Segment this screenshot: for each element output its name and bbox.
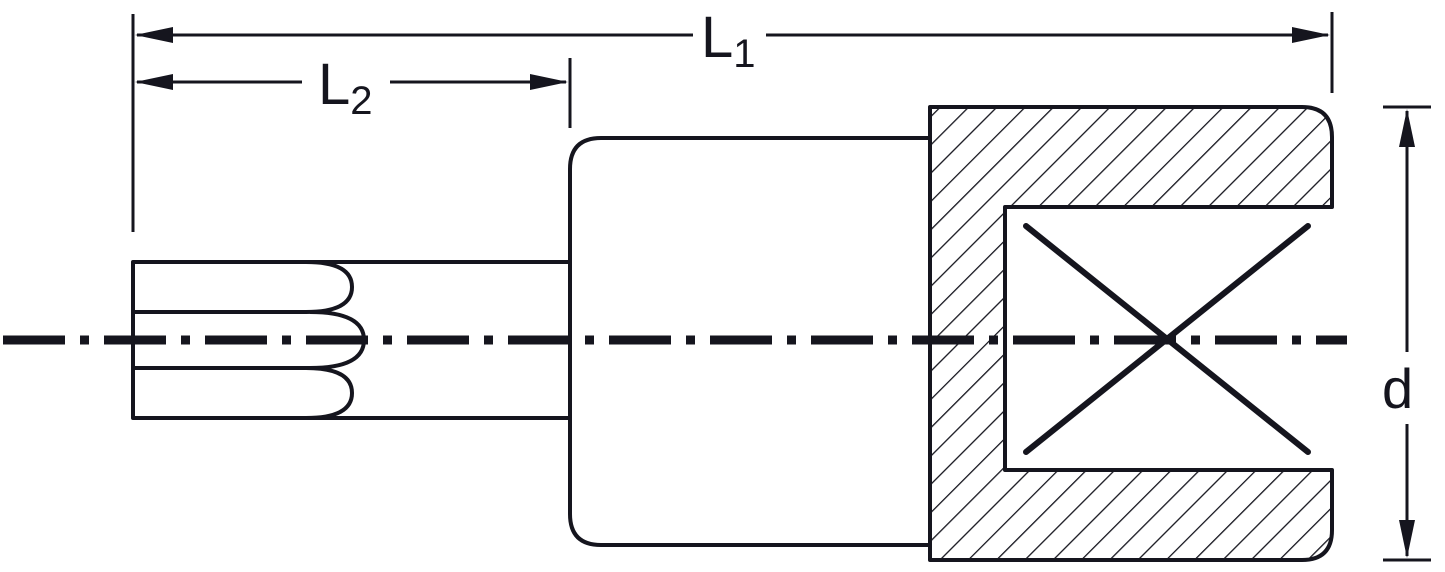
socket-cross-section-hatched <box>928 105 1334 562</box>
l1-label-base: L <box>701 5 733 70</box>
l1-arrowhead-right <box>1292 27 1330 43</box>
l1-label: L1 <box>701 5 756 76</box>
l1-label-subscript: 1 <box>733 32 755 76</box>
l1-arrowhead-left <box>135 27 173 43</box>
d-arrowhead-top <box>1399 109 1415 147</box>
dimension-l2: L2 <box>135 52 572 128</box>
d-arrowhead-bottom <box>1399 520 1415 558</box>
dimension-l1: L1 <box>131 5 1334 232</box>
bit-flute-top <box>133 260 354 314</box>
bit-flute-bottom <box>305 366 354 420</box>
l2-label: L2 <box>318 52 373 123</box>
dimension-d: d <box>1382 105 1431 562</box>
l2-label-base: L <box>318 52 350 117</box>
square-drive-cross-icon <box>1023 223 1311 455</box>
l2-arrowhead-left <box>135 74 173 90</box>
l2-arrowhead-right <box>530 74 568 90</box>
d-label: d <box>1382 357 1413 420</box>
l2-label-subscript: 2 <box>350 79 372 123</box>
